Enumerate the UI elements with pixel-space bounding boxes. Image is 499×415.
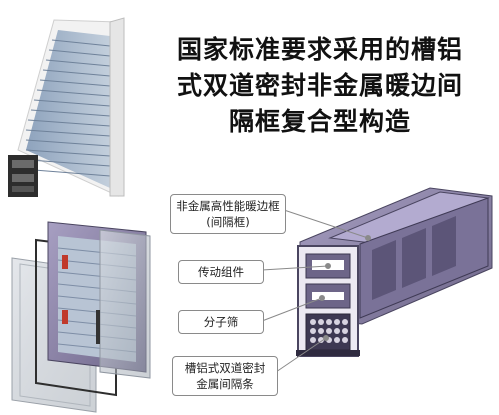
spacer-cross-section <box>296 187 493 357</box>
headline-line-2: 式双道密封非金属暖边间 <box>176 71 463 100</box>
callout-molecular-sieve: 分子筛 <box>178 310 264 334</box>
headline-line-1: 国家标准要求采用的槽铝 <box>176 35 463 64</box>
headline-line-3: 隔框复合型构造 <box>228 107 411 136</box>
exploded-window-illustration <box>11 221 151 413</box>
callout-seal-spacer: 槽铝式双道密封 金属间隔条 <box>172 356 278 396</box>
callout-seal-line-1: 槽铝式双道密封 <box>184 361 266 375</box>
callout-drive-assembly: 传动组件 <box>178 260 264 284</box>
callout-spacer-line-2: (间隔框) <box>206 215 250 229</box>
callout-seal-line-2: 金属间隔条 <box>196 377 254 391</box>
callout-drive-text: 传动组件 <box>198 265 244 279</box>
callout-sieve-text: 分子筛 <box>203 315 239 329</box>
headline: 国家标准要求采用的槽铝 式双道密封非金属暖边间 隔框复合型构造 <box>160 32 480 140</box>
callout-spacer-line-1: 非金属高性能暖边框 <box>176 199 280 213</box>
callout-spacer-frame: 非金属高性能暖边框 (间隔框) <box>170 194 286 234</box>
leader-lines <box>261 209 371 373</box>
window-corner-illustration <box>8 17 125 197</box>
